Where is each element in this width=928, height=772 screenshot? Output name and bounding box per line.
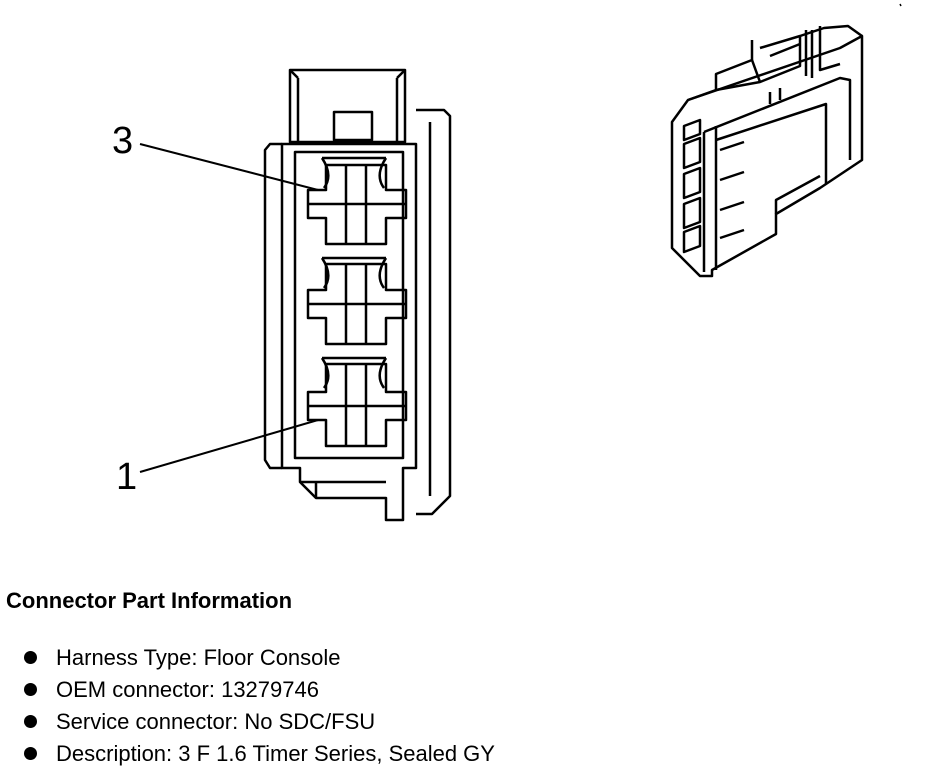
latch-tab	[332, 110, 374, 142]
bullet-icon	[24, 683, 37, 696]
list-item: OEM connector: 13279746	[24, 674, 495, 706]
connector-body	[280, 142, 418, 522]
info-label: Harness Type	[56, 645, 192, 670]
bullet-icon	[24, 651, 37, 664]
connector-inner-wall	[293, 150, 405, 460]
connector-isometric-view	[670, 3, 902, 278]
connector-latch	[288, 68, 407, 144]
leader-line-pin-3	[139, 143, 319, 191]
terminal-cavity-1	[306, 356, 408, 448]
connector-diagram	[139, 3, 902, 522]
pin-label-1: 1	[116, 456, 138, 498]
list-item: Service connector: No SDC/FSU	[24, 706, 495, 738]
bullet-icon	[24, 715, 37, 728]
info-label: OEM connector	[56, 677, 209, 702]
terminal-cavity-2	[306, 256, 408, 346]
connector-left-flange	[263, 142, 282, 470]
info-label: Description	[56, 741, 167, 766]
leader-line-pin-1	[139, 419, 319, 473]
info-value: Floor Console	[203, 645, 341, 670]
info-value: No SDC/FSU	[244, 709, 376, 734]
section-title: Connector Part Information	[6, 588, 293, 613]
info-label: Service connector	[56, 709, 233, 734]
info-value: 13279746	[221, 677, 319, 702]
bullet-icon	[24, 747, 37, 760]
part-info-list: Harness Type: Floor Console OEM connecto…	[24, 642, 495, 770]
info-value: 3 F 1.6 Timer Series, Sealed GY	[178, 741, 495, 766]
connector-front-view	[139, 68, 452, 522]
pin-label-3: 3	[112, 120, 134, 162]
connector-right-flange	[416, 108, 452, 516]
list-item: Description: 3 F 1.6 Timer Series, Seale…	[24, 738, 495, 770]
list-item: Harness Type: Floor Console	[24, 642, 495, 674]
terminal-cavity-3	[306, 156, 408, 246]
